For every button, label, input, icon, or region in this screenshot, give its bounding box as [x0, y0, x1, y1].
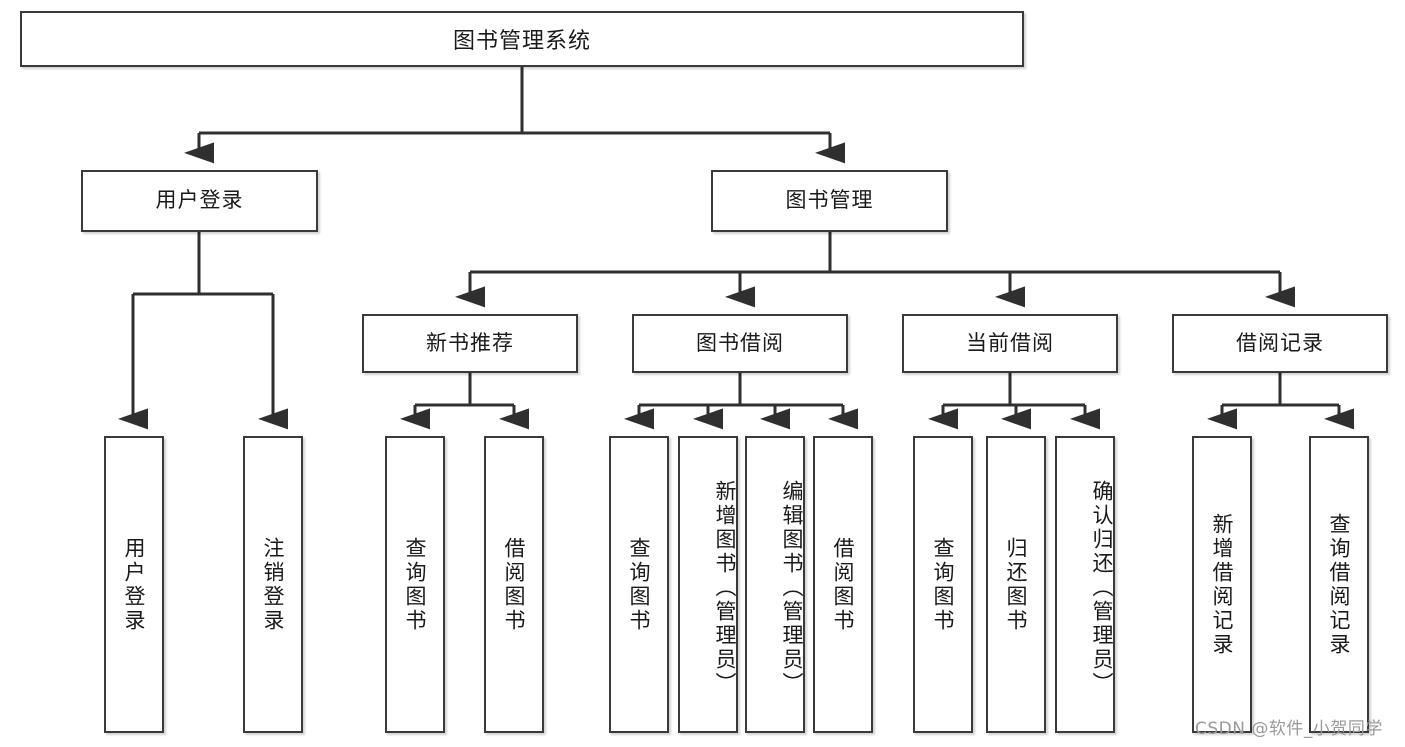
node-leaf-confirm-return-label: 确认归还（管理员） [1090, 479, 1114, 696]
node-leaf-add-borrow-record[interactable]: 新增借阅记录 [1192, 436, 1252, 733]
node-new-book-recommend[interactable]: 新书推荐 [362, 314, 578, 373]
node-leaf-query-borrow-record-label: 查询借阅记录 [1327, 512, 1352, 657]
node-user-login-label: 用户登录 [155, 188, 244, 213]
node-leaf-return-book-label: 归还图书 [1004, 536, 1029, 633]
node-current-borrow-label: 当前借阅 [966, 330, 1054, 355]
node-book-borrow[interactable]: 图书借阅 [632, 314, 848, 373]
node-book-borrow-label: 图书借阅 [696, 330, 784, 355]
node-leaf-edit-book-label: 编辑图书（管理员） [780, 479, 804, 696]
node-user-login[interactable]: 用户登录 [81, 170, 318, 232]
node-root-label: 图书管理系统 [452, 29, 591, 54]
node-root[interactable]: 图书管理系统 [20, 11, 1024, 67]
node-borrow-record-label: 借阅记录 [1236, 330, 1324, 355]
node-leaf-add-book[interactable]: 新增图书（管理员） [678, 436, 738, 733]
node-current-borrow[interactable]: 当前借阅 [902, 314, 1118, 373]
node-new-book-recommend-label: 新书推荐 [426, 330, 514, 355]
csdn-watermark: CSDN @软件_小贺同学 [1195, 719, 1383, 739]
node-book-manage-label: 图书管理 [785, 188, 874, 213]
node-leaf-query-book-rec[interactable]: 查询图书 [385, 436, 445, 733]
node-book-manage[interactable]: 图书管理 [711, 170, 948, 232]
node-leaf-borrow-book[interactable]: 借阅图书 [813, 436, 873, 733]
node-leaf-logout[interactable]: 注销登录 [243, 436, 303, 733]
node-leaf-user-login[interactable]: 用户登录 [104, 436, 164, 733]
node-leaf-user-login-label: 用户登录 [122, 536, 147, 633]
node-leaf-edit-book[interactable]: 编辑图书（管理员） [745, 436, 805, 733]
node-leaf-add-borrow-record-label: 新增借阅记录 [1210, 512, 1235, 657]
node-leaf-add-book-label: 新增图书（管理员） [713, 479, 737, 696]
node-leaf-borrow-book-rec[interactable]: 借阅图书 [484, 436, 544, 733]
node-borrow-record[interactable]: 借阅记录 [1172, 314, 1388, 373]
node-leaf-query-book-borrow-label: 查询图书 [627, 536, 652, 633]
node-leaf-logout-label: 注销登录 [261, 536, 286, 633]
node-leaf-query-borrow-record[interactable]: 查询借阅记录 [1309, 436, 1369, 733]
node-leaf-query-book-current-label: 查询图书 [931, 536, 956, 633]
node-leaf-return-book[interactable]: 归还图书 [986, 436, 1046, 733]
node-leaf-query-book-current[interactable]: 查询图书 [913, 436, 973, 733]
node-leaf-query-book-borrow[interactable]: 查询图书 [609, 436, 669, 733]
node-leaf-query-book-rec-label: 查询图书 [403, 536, 428, 633]
node-leaf-borrow-book-label: 借阅图书 [831, 536, 856, 633]
node-leaf-borrow-book-rec-label: 借阅图书 [502, 536, 527, 633]
node-leaf-confirm-return[interactable]: 确认归还（管理员） [1055, 436, 1115, 733]
